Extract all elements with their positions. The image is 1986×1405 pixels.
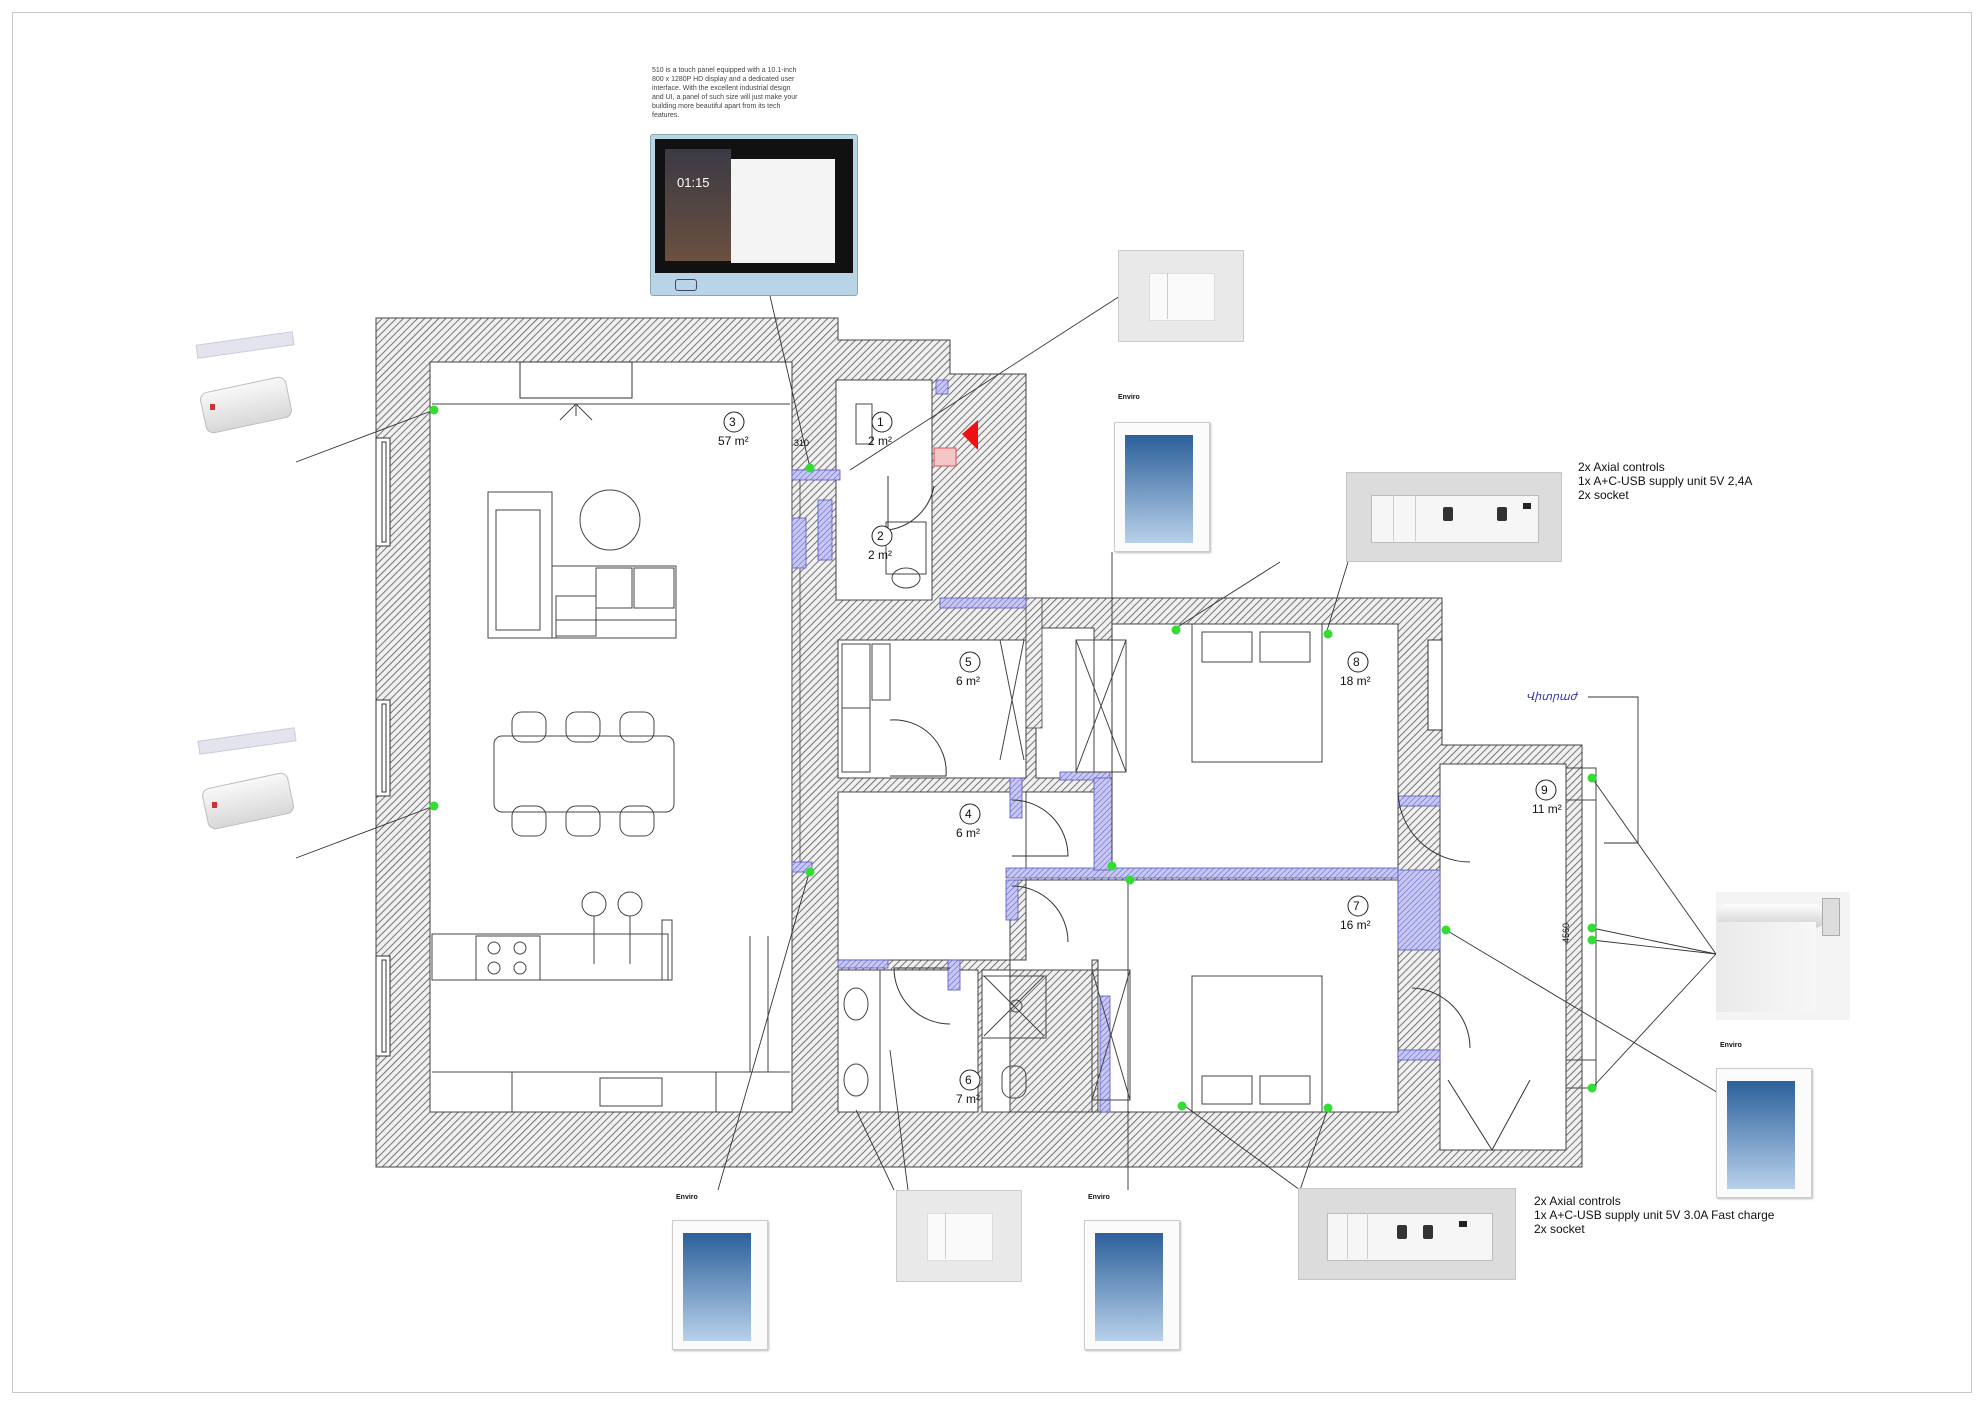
switch-bank-image-1 [1346, 472, 1562, 562]
switch-group-1-line-1: 2x Axial controls [1578, 460, 1665, 474]
living-room-furniture [431, 403, 790, 1112]
room-fixtures [837, 403, 1597, 1113]
enviro-label-2: Enviro [1720, 1042, 1742, 1049]
enviro-panel-image-2 [1716, 1068, 1812, 1198]
dimension-4560: 4560 [1561, 922, 1572, 944]
switch-group-2-line-3: 2x socket [1534, 1222, 1585, 1236]
room-5-area: 6 m² [956, 674, 980, 688]
touch-panel-image: 01:15 [650, 134, 858, 296]
switch-group-2-line-2: 1x A+C-USB supply unit 5V 3.0A Fast char… [1534, 1208, 1775, 1222]
switch-bank-image-2 [1298, 1188, 1516, 1280]
room-9-area: 11 m² [1532, 802, 1562, 816]
room-1-number: 1 [877, 415, 884, 429]
room-7-area: 16 m² [1340, 918, 1371, 932]
switch-group-1-line-2: 1x A+C-USB supply unit 5V 2,4A [1578, 474, 1753, 488]
switch-panel-image-bottom [896, 1190, 1022, 1282]
room-4-number: 4 [965, 807, 972, 821]
switch-group-2-line-1: 2x Axial controls [1534, 1194, 1621, 1208]
doors [887, 476, 1531, 1151]
room-8-number: 8 [1353, 655, 1360, 669]
room-5-number: 5 [965, 655, 972, 669]
roller-blind-image [1716, 892, 1850, 1020]
room-8-area: 18 m² [1340, 674, 1371, 688]
room-6-number: 6 [965, 1073, 972, 1087]
enviro-label-1: Enviro [1118, 394, 1140, 401]
leader-lines [295, 295, 1721, 1191]
switch-group-1-line-3: 2x socket [1578, 488, 1629, 502]
entrance-marker [933, 420, 978, 467]
sheet-border [12, 12, 1972, 1393]
enviro-panel-image-3 [672, 1220, 768, 1350]
room-6-area: 7 m² [956, 1092, 980, 1106]
room-9-number: 9 [1541, 783, 1548, 797]
enviro-label-3: Enviro [676, 1194, 698, 1201]
room-number-circles [723, 411, 1557, 1091]
room-7-number: 7 [1353, 899, 1360, 913]
room-4-area: 6 m² [956, 826, 980, 840]
room-2-number: 2 [877, 529, 884, 543]
switch-panel-image-top [1118, 250, 1244, 342]
room-1-area: 2 m² [868, 434, 892, 448]
dimension-310: 310 [794, 438, 810, 448]
balcony-label: Վիտրաժ [1526, 691, 1577, 703]
windows [375, 361, 1443, 1057]
walls [375, 317, 1583, 1168]
curtain-motor-image-1 [194, 322, 296, 462]
device-markers [429, 405, 1597, 1113]
enviro-panel-image-1 [1114, 422, 1210, 552]
room-2-area: 2 m² [868, 548, 892, 562]
curtain-motor-image-2 [196, 718, 298, 858]
enviro-panel-image-4 [1084, 1220, 1180, 1350]
enviro-label-4: Enviro [1088, 1194, 1110, 1201]
room-3-area: 57 m² [718, 434, 749, 448]
room-3-number: 3 [729, 415, 736, 429]
touch-panel-clock: 01:15 [677, 175, 710, 190]
touch-panel-description: 510 is a touch panel equipped with a 10.… [652, 67, 798, 119]
